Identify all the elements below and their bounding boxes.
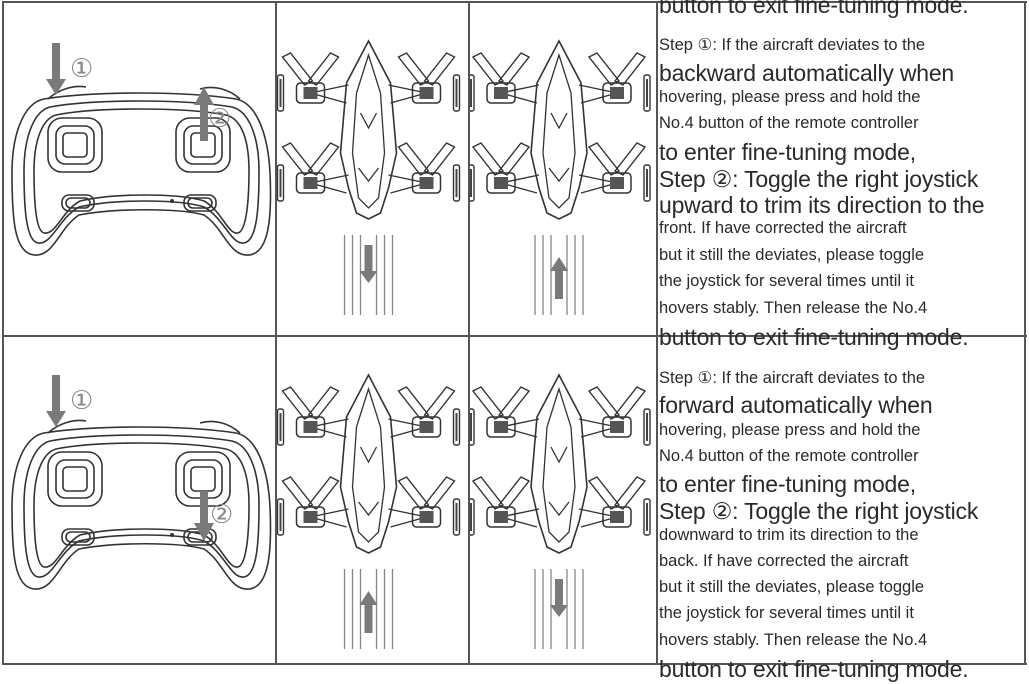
aircraft-corrected-diagram bbox=[470, 373, 651, 649]
instruction-line: Step ①: If the aircraft deviates to the bbox=[659, 369, 926, 387]
table-border-left bbox=[2, 1, 4, 665]
step-1-marker: ① bbox=[70, 386, 93, 416]
instruction-line: No.4 button of the remote controller bbox=[659, 447, 919, 465]
remote-controller-diagram: ① ② bbox=[11, 43, 272, 256]
table-divider-2 bbox=[468, 1, 470, 665]
instruction-line: Step ①: If the aircraft deviates to the bbox=[659, 36, 926, 54]
table-divider-1 bbox=[275, 1, 277, 665]
step-2-marker: ② bbox=[208, 104, 231, 134]
instruction-line: button to exit fine-tuning mode. bbox=[659, 324, 969, 350]
instruction-line: to enter fine-tuning mode, bbox=[659, 139, 916, 165]
table-border-right bbox=[1024, 1, 1026, 665]
table-border-bottom bbox=[2, 663, 1027, 665]
instruction-line: button to exit fine-tuning mode. bbox=[659, 0, 969, 18]
instruction-line: downward to trim its direction to the bbox=[659, 526, 919, 544]
instruction-line: but it still the deviates, please toggle bbox=[659, 246, 925, 264]
instruction-line: to enter fine-tuning mode, bbox=[659, 471, 916, 497]
instruction-line: front. If have corrected the aircraft bbox=[659, 219, 907, 237]
instruction-line: button to exit fine-tuning mode. bbox=[659, 656, 969, 682]
step-2-marker: ② bbox=[210, 500, 233, 530]
remote-controller-diagram: ① ② bbox=[11, 375, 272, 590]
instruction-line: backward automatically when bbox=[659, 60, 955, 86]
instruction-line: No.4 button of the remote controller bbox=[659, 114, 919, 132]
aircraft-corrected-diagram bbox=[470, 39, 651, 315]
instruction-line: back. If have corrected the aircraft bbox=[659, 552, 909, 570]
instruction-line: the joystick for several times until it bbox=[659, 272, 914, 290]
table-border-middle bbox=[2, 335, 1027, 337]
instruction-line: Step ②: Toggle the right joystick bbox=[659, 166, 979, 192]
table-border-top bbox=[2, 1, 1027, 3]
instruction-line: Step ②: Toggle the right joystick bbox=[659, 498, 979, 524]
instruction-line: upward to trim its direction to the bbox=[659, 192, 985, 218]
aircraft-deviation-diagram bbox=[277, 39, 461, 315]
instruction-line: hovering, please press and hold the bbox=[659, 88, 921, 106]
step-1-marker: ① bbox=[70, 54, 93, 84]
table-divider-3 bbox=[656, 1, 658, 665]
instruction-line: but it still the deviates, please toggle bbox=[659, 578, 925, 596]
instruction-line: hovers stably. Then release the No.4 bbox=[659, 299, 928, 317]
aircraft-deviation-diagram bbox=[277, 373, 461, 649]
instruction-line: forward automatically when bbox=[659, 392, 933, 418]
instruction-line: the joystick for several times until it bbox=[659, 604, 914, 622]
instruction-line: hovering, please press and hold the bbox=[659, 421, 921, 439]
instruction-line: hovers stably. Then release the No.4 bbox=[659, 631, 928, 649]
